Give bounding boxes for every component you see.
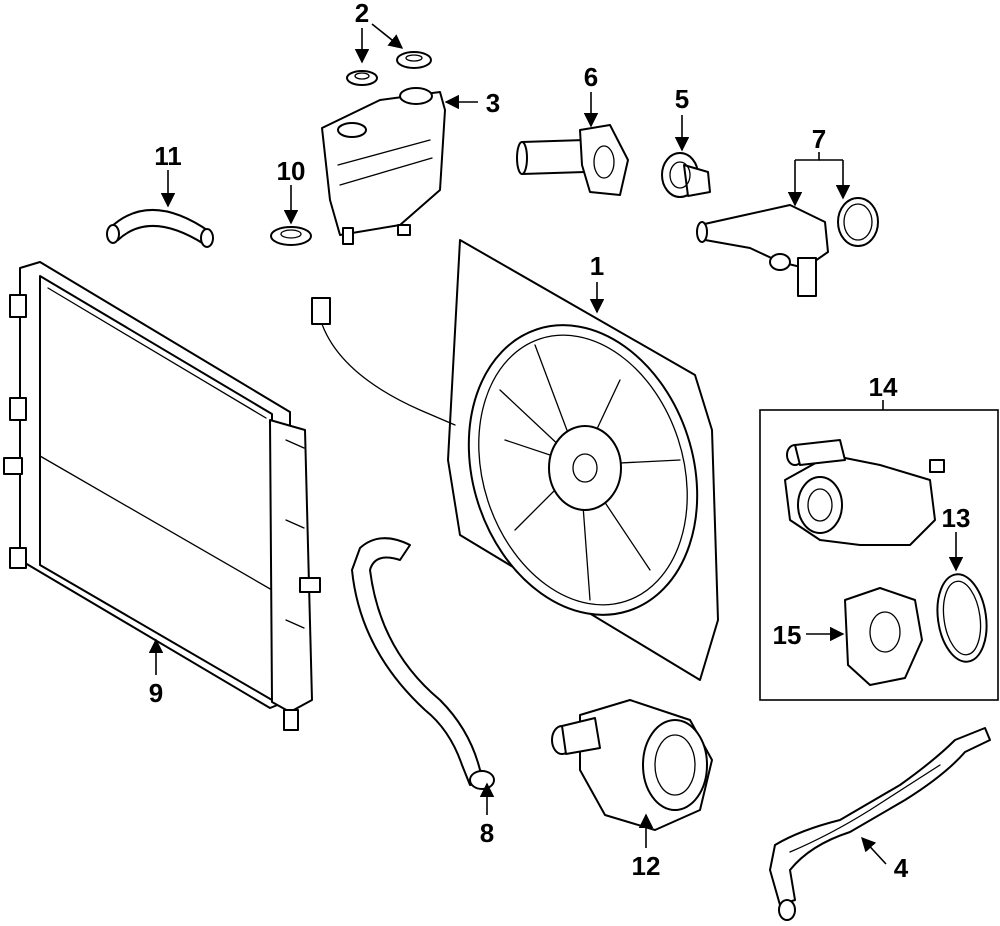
callout-7: 7	[812, 124, 826, 154]
callout-14: 14	[869, 372, 898, 402]
callout-10: 10	[277, 156, 306, 186]
callout-8: 8	[480, 818, 494, 848]
callout-3: 3	[486, 88, 500, 118]
callouts: 1 2 3 4 5 6 7 8 9 10 11 12 13 14 15	[149, 0, 971, 883]
callout-13: 13	[942, 503, 971, 533]
radiator	[3, 261, 321, 731]
coolant-reservoir	[321, 87, 446, 245]
coolant-outlet	[516, 124, 629, 196]
callout-9: 9	[149, 678, 163, 708]
callout-1: 1	[590, 251, 604, 281]
lower-hose	[351, 537, 495, 790]
leader-lines	[148, 23, 964, 865]
coolant-pipe	[769, 727, 991, 921]
water-pump-group-box	[759, 409, 999, 701]
thermostat-housing	[696, 197, 879, 297]
caps-2	[346, 51, 432, 86]
callout-4: 4	[894, 853, 909, 883]
cap-10	[270, 226, 312, 246]
callout-5: 5	[675, 84, 689, 114]
fan-shroud-assembly	[311, 239, 719, 681]
callout-11: 11	[154, 141, 182, 171]
callout-2: 2	[355, 0, 369, 28]
callout-15: 15	[773, 620, 802, 650]
callout-6: 6	[584, 62, 598, 92]
upper-hose	[106, 208, 214, 248]
thermostat	[661, 152, 711, 198]
callout-12: 12	[632, 851, 661, 881]
electric-pump	[551, 699, 713, 831]
